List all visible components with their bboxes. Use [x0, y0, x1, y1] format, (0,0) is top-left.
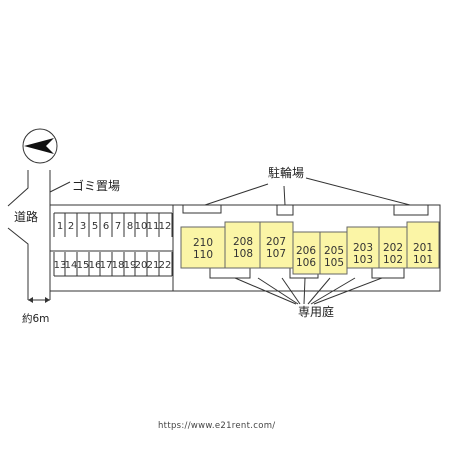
private-gardens	[209, 265, 405, 305]
parking-slot: 21	[147, 260, 160, 271]
parking-slot: 13	[54, 260, 67, 271]
unit-lower-number: 103	[353, 254, 373, 266]
unit-upper-number: 210	[193, 237, 213, 249]
unit-upper-number: 202	[383, 242, 403, 254]
road	[7, 170, 51, 300]
parking-slot: 17	[100, 260, 113, 271]
unit-upper-number: 208	[233, 236, 253, 248]
parking-slot: 3	[80, 221, 86, 232]
unit-lower-number: 101	[413, 254, 433, 266]
parking-slot: 20	[135, 260, 148, 271]
parking-slot: 19	[124, 260, 137, 271]
garbage-label: ゴミ置場	[72, 178, 120, 193]
private-garden-label: 専用庭	[298, 304, 334, 319]
unit-upper-number: 201	[413, 242, 433, 254]
compass-arrow-icon	[22, 128, 58, 164]
parking-row-1	[53, 212, 173, 237]
watermark-url: https://www.e21rent.com/	[158, 421, 275, 431]
parking-slot: 6	[103, 221, 109, 232]
unit-lower-number: 102	[383, 254, 403, 266]
unit-lower-number: 110	[193, 249, 213, 261]
building	[180, 221, 440, 275]
unit-lower-number: 105	[324, 257, 344, 269]
garbage-area	[49, 181, 71, 193]
parking-slot: 10	[135, 221, 148, 232]
road-width-dimension	[28, 297, 50, 303]
road-label: 道路	[14, 209, 38, 224]
parking-row-2	[53, 252, 173, 277]
parking-slot: 1	[57, 221, 63, 232]
parking-slot: 5	[92, 221, 98, 232]
unit-upper-number: 205	[324, 245, 344, 257]
road-width-label: 約6m	[22, 312, 49, 325]
unit-lower-number: 106	[296, 257, 316, 269]
site-outline	[49, 204, 441, 292]
parking-slot: 22	[159, 260, 172, 271]
bicycle-label: 駐輪場	[268, 165, 304, 180]
parking-slot: 12	[159, 221, 172, 232]
parking-slot: 18	[112, 260, 125, 271]
parking-slot: 2	[68, 221, 74, 232]
bicycle-parking	[182, 177, 429, 216]
parking-slot: 16	[89, 260, 102, 271]
parking-slot: 14	[65, 260, 78, 271]
unit-upper-number: 207	[266, 236, 286, 248]
parking-slot: 11	[147, 221, 160, 232]
parking-slot: 8	[127, 221, 133, 232]
unit-lower-number: 107	[266, 248, 286, 260]
unit-upper-number: 206	[296, 245, 316, 257]
parking-slot: 7	[115, 221, 121, 232]
unit-lower-number: 108	[233, 248, 253, 260]
parking-slot: 15	[77, 260, 90, 271]
unit-upper-number: 203	[353, 242, 373, 254]
